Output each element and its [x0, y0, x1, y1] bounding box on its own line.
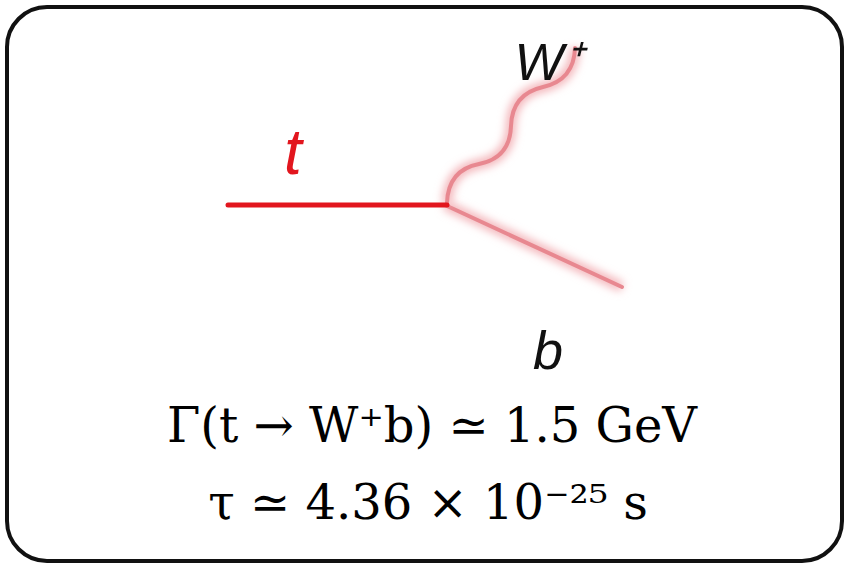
- formula-text: τ ≃ 4.36 × 10⁻²⁵ s: [208, 478, 648, 526]
- formula-text: Γ(t → W⁺b) ≃ 1.5 GeV: [167, 401, 697, 449]
- particle-label: W⁺: [514, 36, 581, 88]
- frame-box: Γ(t → W⁺b) ≃ 1.5 GeV τ ≃ 4.36 × 10⁻²⁵ s: [5, 5, 844, 563]
- top-quark-line: [228, 205, 447, 206]
- particle-label: b: [533, 323, 563, 377]
- particle-label: t: [284, 120, 302, 184]
- b-quark-line: [445, 205, 622, 287]
